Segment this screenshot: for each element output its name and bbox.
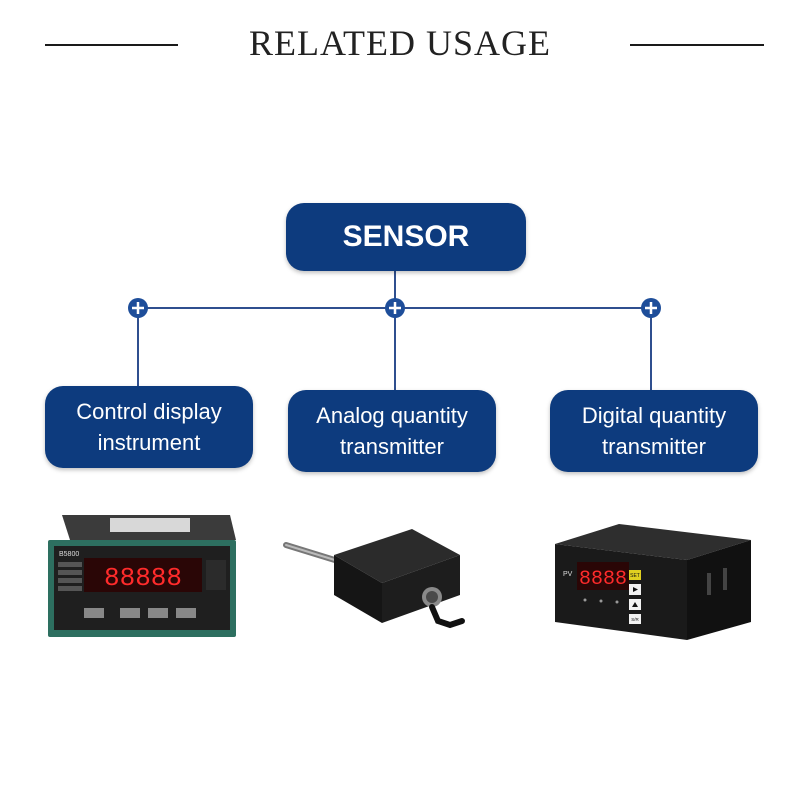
svg-text:8888: 8888 bbox=[579, 568, 627, 591]
control-display-label-line2: instrument bbox=[97, 430, 201, 455]
page-title: RELATED USAGE bbox=[249, 23, 551, 63]
control-display-instrument-image: B5800 88888 bbox=[48, 515, 236, 637]
svg-text:PV: PV bbox=[563, 571, 573, 578]
control-display-label-line1: Control display bbox=[76, 399, 222, 424]
digital-transmitter-label-line1: Digital quantity bbox=[581, 403, 727, 428]
sensor-box: SENSOR bbox=[286, 203, 526, 271]
sensor-label: SENSOR bbox=[342, 220, 470, 253]
svg-text:88888: 88888 bbox=[104, 563, 182, 593]
digital-transmitter-label-line2: transmitter bbox=[602, 434, 706, 459]
digital-transmitter-box: Digital quantity transmitter bbox=[550, 390, 758, 472]
analog-transmitter-image bbox=[283, 529, 465, 629]
svg-text:SET: SET bbox=[630, 573, 640, 579]
analog-transmitter-label-line2: transmitter bbox=[340, 434, 444, 459]
svg-text:B5800: B5800 bbox=[59, 551, 79, 558]
junction-plus-icon-right bbox=[641, 298, 661, 318]
header-divider-right bbox=[630, 44, 764, 46]
analog-transmitter-box: Analog quantity transmitter bbox=[288, 390, 496, 472]
header-divider-left bbox=[45, 44, 178, 46]
junction-plus-icon-center bbox=[385, 298, 405, 318]
digital-transmitter-image: PV 8888 SET S/R bbox=[555, 524, 751, 640]
junction-plus-icon-left bbox=[128, 298, 148, 318]
analog-transmitter-label-line1: Analog quantity bbox=[316, 403, 468, 428]
svg-text:S/R: S/R bbox=[631, 617, 639, 622]
control-display-box: Control display instrument bbox=[45, 386, 253, 468]
